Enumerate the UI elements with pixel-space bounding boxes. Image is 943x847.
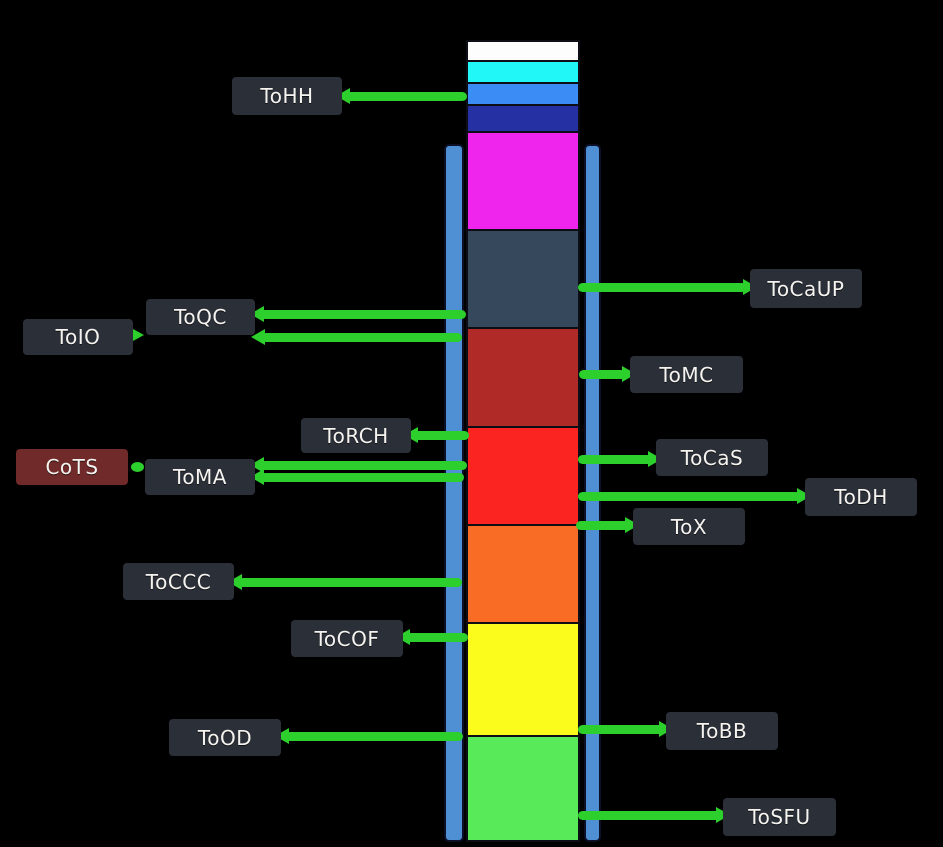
label-ToHH: ToHH xyxy=(232,77,342,115)
label-text-ToHH: ToHH xyxy=(260,84,314,108)
segment-orange xyxy=(466,524,580,624)
label-text-ToMC: ToMC xyxy=(659,362,714,387)
connector-ToX xyxy=(576,520,629,530)
label-ToMA: ToMA xyxy=(145,459,255,495)
connector-ToQC xyxy=(260,309,466,319)
label-text-ToQC: ToQC xyxy=(174,305,227,329)
label-ToSFU: ToSFU xyxy=(723,798,836,836)
connector-ToCCC xyxy=(238,577,462,587)
label-text-ToRCH: ToRCH xyxy=(323,423,389,448)
label-text-CoTS: CoTS xyxy=(45,455,99,479)
segment-firebrick xyxy=(466,327,580,428)
label-text-ToCaS: ToCaS xyxy=(680,445,744,470)
label-text-ToCOF: ToCOF xyxy=(314,626,380,651)
connector-ToOD xyxy=(285,731,463,741)
label-ToCOF: ToCOF xyxy=(291,620,403,657)
segment-green xyxy=(466,735,580,842)
label-text-ToSFU: ToSFU xyxy=(748,805,811,829)
connector-ToSFU xyxy=(578,810,720,820)
label-ToRCH: ToRCH xyxy=(301,418,411,453)
label-ToCCC: ToCCC xyxy=(123,563,234,600)
label-ToQC: ToQC xyxy=(146,299,255,335)
segment-magenta xyxy=(466,131,580,231)
connector-ToMA-1 xyxy=(260,460,467,470)
connector-ToCaUP xyxy=(578,282,747,292)
connector-ToCOF xyxy=(406,632,468,642)
segment-white xyxy=(466,40,580,62)
segment-yellow xyxy=(466,622,580,737)
label-ToOD: ToOD xyxy=(169,719,281,756)
toio-arrow xyxy=(133,329,144,341)
label-ToCaS: ToCaS xyxy=(656,439,768,476)
connector-ToMA-2 xyxy=(260,472,464,482)
label-ToIO: ToIO xyxy=(23,319,133,355)
segment-cyan xyxy=(466,60,580,84)
label-ToDH: ToDH xyxy=(805,478,917,516)
label-text-ToBB: ToBB xyxy=(696,719,748,743)
label-text-ToDH: ToDH xyxy=(834,485,888,509)
label-text-ToX: ToX xyxy=(670,514,708,539)
label-CoTS: CoTS xyxy=(16,449,128,485)
connector-ToIO xyxy=(261,332,462,342)
segment-red xyxy=(466,426,580,526)
connector-ToBB xyxy=(578,724,663,734)
connector-ToMC xyxy=(579,369,626,379)
label-text-ToIO: ToIO xyxy=(55,325,101,349)
connector-ToDH xyxy=(578,491,801,501)
label-text-ToMA: ToMA xyxy=(173,465,227,489)
segment-darkslate xyxy=(466,229,580,329)
segment-blue xyxy=(466,82,580,106)
label-text-ToCaUP: ToCaUP xyxy=(767,276,845,301)
label-ToX: ToX xyxy=(633,508,745,545)
label-ToMC: ToMC xyxy=(630,356,743,393)
cots-dot xyxy=(131,462,144,472)
label-ToBB: ToBB xyxy=(666,712,778,750)
connector-ToHH xyxy=(346,91,467,101)
casing-left xyxy=(444,144,464,842)
label-text-ToCCC: ToCCC xyxy=(145,569,212,594)
segment-navy xyxy=(466,104,580,133)
connector-ToRCH xyxy=(414,430,469,440)
label-text-ToOD: ToOD xyxy=(197,725,253,750)
connector-ToCaS xyxy=(578,454,652,464)
connector-tip-ToIO xyxy=(251,329,265,345)
label-ToCaUP: ToCaUP xyxy=(750,269,862,308)
